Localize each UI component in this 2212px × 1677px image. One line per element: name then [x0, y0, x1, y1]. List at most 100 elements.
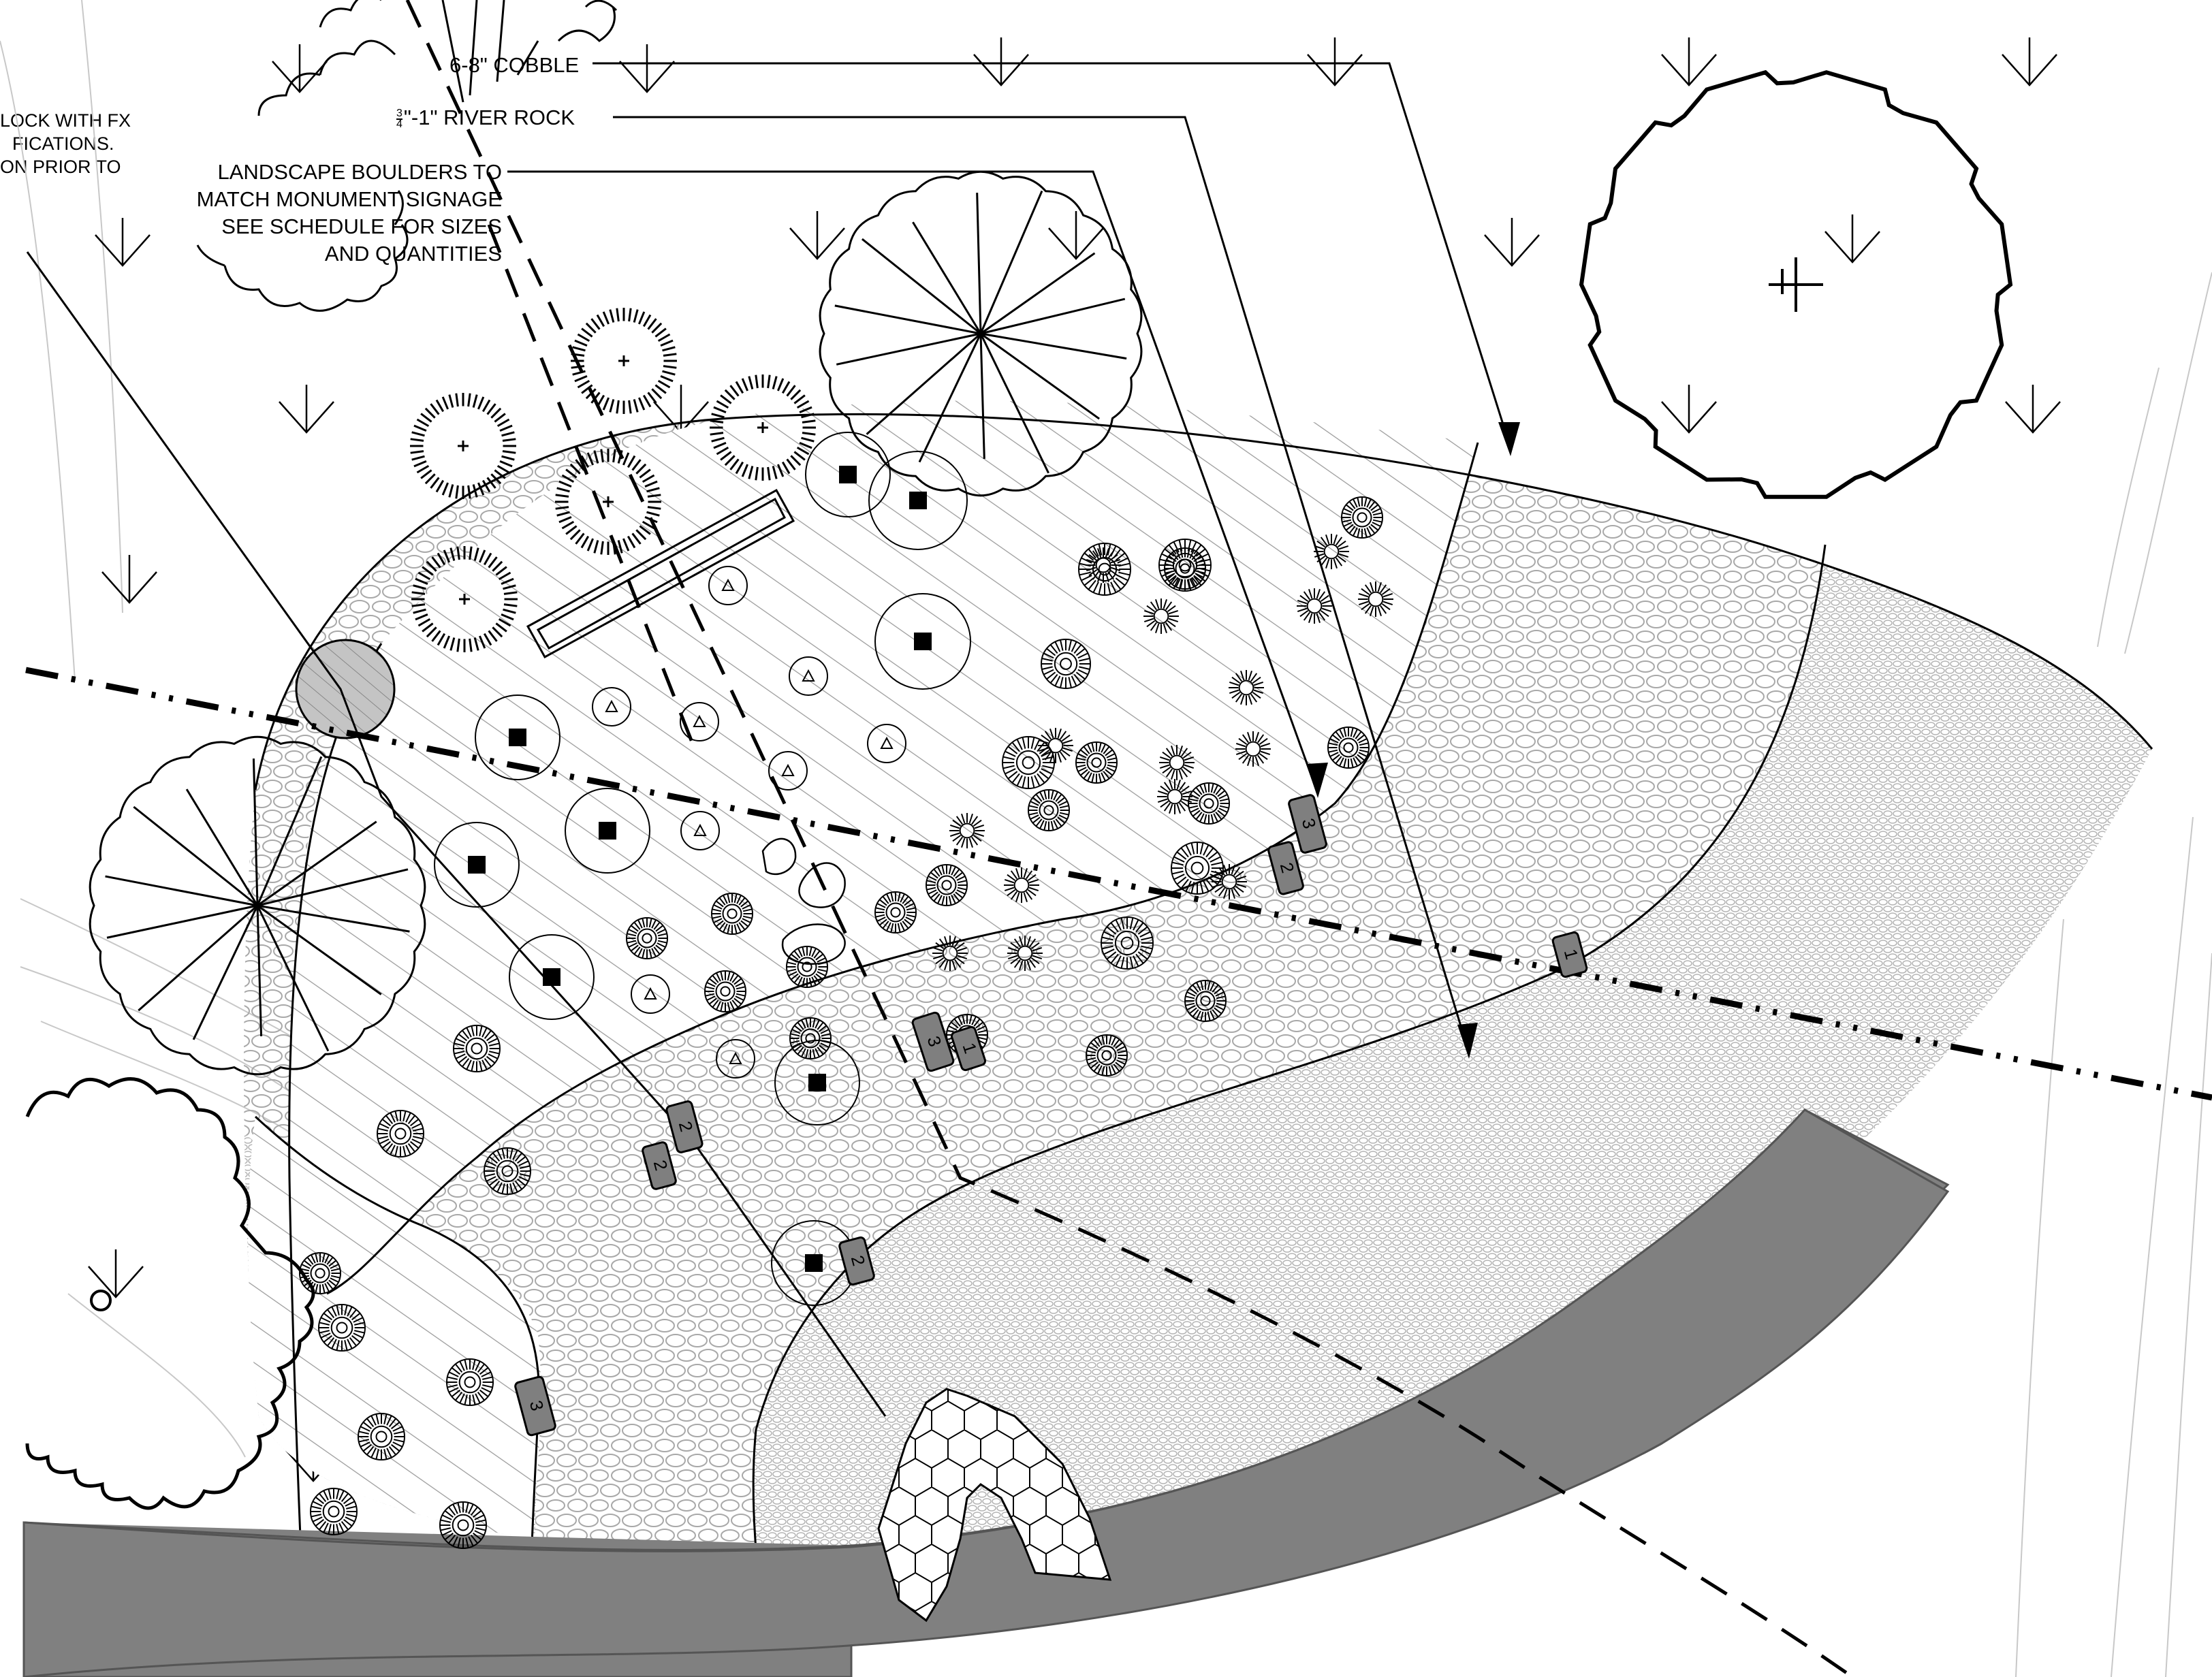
evergreen-shrub [710, 374, 816, 481]
boulder: 2 [838, 1236, 875, 1285]
ornamental-tree [874, 593, 971, 690]
ringed-shrub [789, 1017, 832, 1059]
ground-cover-arrow [279, 385, 334, 434]
evergreen-shrub [410, 393, 516, 499]
evergreen-shrub [555, 449, 661, 555]
concrete-paving-lower [22, 1108, 1950, 1677]
ringed-shrub [358, 1413, 405, 1460]
cobble-boundary-left [288, 643, 383, 1677]
tree-symbols [89, 0, 1143, 1076]
ringed-shrub [874, 891, 917, 933]
boulder: 3 [514, 1375, 556, 1437]
ringed-shrub [453, 1025, 501, 1072]
cutoff-note-line-3: ON PRIOR TO [0, 157, 121, 177]
existing-tree-canopy [1579, 69, 2013, 499]
spiky-shrub [1157, 779, 1192, 814]
ringed-shrub [786, 946, 828, 988]
bed-outline [254, 413, 2153, 790]
ringed-shrub [1341, 496, 1383, 539]
triangle-shrub [592, 687, 631, 726]
ground-cover-arrow [95, 218, 151, 267]
ringed-shrub [439, 1501, 487, 1549]
spiky-shrub [1358, 581, 1393, 617]
ringed-shrub [1188, 782, 1230, 825]
ringed-shrub [1101, 916, 1154, 970]
ground-cover-arrow [1824, 214, 1880, 263]
ground-cover-arrow [1048, 211, 1104, 260]
shrub-symbols [299, 308, 1393, 1549]
ornamental-tree [475, 694, 560, 780]
ringed-shrub [1002, 736, 1055, 789]
ground-cover-arrow [1484, 218, 1540, 267]
ringed-shrub [1075, 741, 1118, 784]
ringed-shrub [377, 1110, 424, 1157]
triangle-shrub [631, 974, 670, 1014]
ground-cover-arrow [2002, 37, 2057, 86]
callout-river-rock-text: "-1" RIVER ROCK [403, 106, 575, 129]
existing-tree-crosshair [1769, 257, 1823, 312]
callout-leaders [26, 62, 1512, 1417]
ringed-shrub [1086, 1034, 1128, 1076]
cobble-boundary-right [752, 544, 1827, 1677]
fraction-denominator: 4 [396, 118, 402, 130]
ground-cover-arrow [2005, 385, 2061, 434]
spiky-shrub [1143, 598, 1179, 634]
triangle-shrub [867, 724, 906, 763]
spiky-shrub [1007, 936, 1043, 971]
ground-cover-arrow [272, 44, 328, 93]
ornamental-tree [434, 822, 520, 908]
spiky-shrub [1004, 867, 1039, 903]
boulder: 3 [1288, 794, 1327, 854]
triangle-shrub [680, 811, 720, 850]
ringed-shrub [310, 1488, 358, 1535]
spiky-shrub [1297, 588, 1332, 624]
ringed-shrub [318, 1304, 366, 1352]
ringed-shrub [926, 864, 968, 906]
property-line [405, 0, 1854, 1677]
deciduous-tree [89, 735, 426, 1076]
triangle-shrub [768, 751, 808, 790]
left-river-boundary [254, 1115, 540, 1677]
triangle-shrub [789, 656, 828, 696]
spiky-shrub [1038, 728, 1073, 763]
fraction-numerator: 3 [396, 107, 402, 119]
callout-boulders-line-2: MATCH MONUMENT SIGNAGE [196, 187, 502, 211]
ringed-shrub [626, 917, 668, 959]
callout-boulders-line-1: LANDSCAPE BOULDERS TO [217, 160, 503, 184]
ground-cover-arrow [1307, 37, 1363, 86]
boulder: 1 [1551, 931, 1588, 978]
ringed-shrub [1327, 726, 1370, 769]
hex-paver-pattern [879, 1389, 1110, 1620]
triangle-shrub [708, 566, 748, 605]
ringed-shrub [299, 1252, 341, 1294]
ground-cover-arrow [789, 211, 845, 260]
evergreen-shrub [411, 546, 518, 652]
callout-boulders-line-3: SEE SCHEDULE FOR SIZES [221, 214, 502, 238]
small-marker-circle [90, 1290, 112, 1311]
partial-tree-top [257, 0, 618, 116]
ringed-shrub [446, 1358, 494, 1406]
ground-cover-arrow [1661, 385, 1717, 434]
utility-marker [295, 639, 396, 739]
ground-cover-arrow [973, 37, 1029, 86]
spiky-shrub [1229, 670, 1264, 705]
boulder: 3 [911, 1011, 955, 1072]
spiky-shrub [932, 936, 968, 971]
cutoff-note: LOCK WITH FX FICATIONS. ON PRIOR TO [0, 109, 131, 178]
ringed-shrub [704, 970, 746, 1012]
ringed-shrub [484, 1147, 531, 1195]
ornamental-tree [774, 1040, 860, 1125]
ringed-shrub [1158, 539, 1212, 592]
cutoff-note-line-2: FICATIONS. [12, 133, 114, 154]
deciduous-tree [819, 170, 1143, 497]
boulder: 2 [642, 1141, 677, 1190]
evergreen-shrub [571, 308, 677, 414]
ground-cover-arrow [101, 555, 157, 604]
ringed-shrub [1078, 543, 1131, 596]
ground-cover-arrow [1661, 37, 1717, 86]
ringed-shrub [1041, 639, 1091, 689]
